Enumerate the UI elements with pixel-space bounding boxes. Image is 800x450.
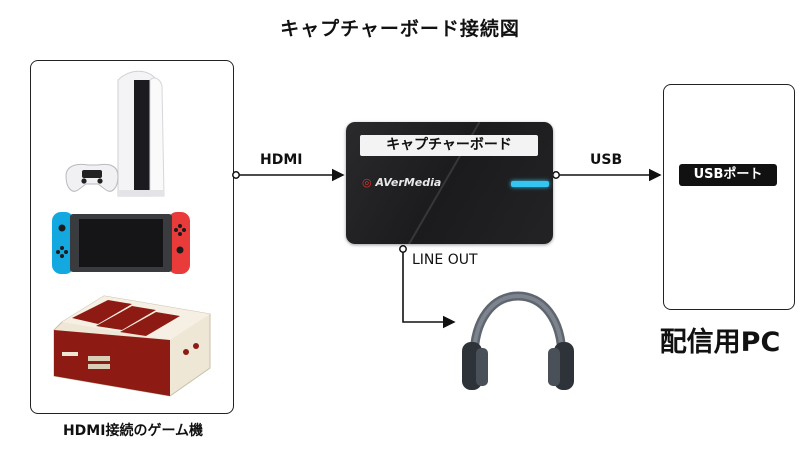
capture-board-brand: ◎ AVerMedia: [362, 176, 442, 189]
pc-caption: 配信用PC: [659, 327, 781, 358]
switch-console-icon: [52, 212, 190, 274]
hdmi-label: HDMI: [260, 152, 303, 168]
retro-console-icon: [53, 295, 211, 397]
pc-box: [663, 84, 795, 310]
usb-connection: [552, 168, 662, 182]
brand-logo-icon: ◎: [362, 176, 372, 189]
line-out-connection: [399, 245, 456, 329]
diagram-title: キャプチャーボード接続図: [280, 18, 520, 40]
console-caption: HDMI接続のゲーム機: [62, 423, 204, 439]
headphones-icon: [462, 291, 574, 390]
usb-label: USB: [590, 152, 623, 168]
hdmi-connection: [232, 168, 345, 182]
capture-board-led: [511, 181, 549, 187]
line-out-label: LINE OUT: [412, 252, 478, 268]
capture-board-label: キャプチャーボード: [360, 135, 538, 156]
usb-port-label: USBポート: [679, 164, 777, 186]
playstation-console-icon: [65, 70, 165, 197]
